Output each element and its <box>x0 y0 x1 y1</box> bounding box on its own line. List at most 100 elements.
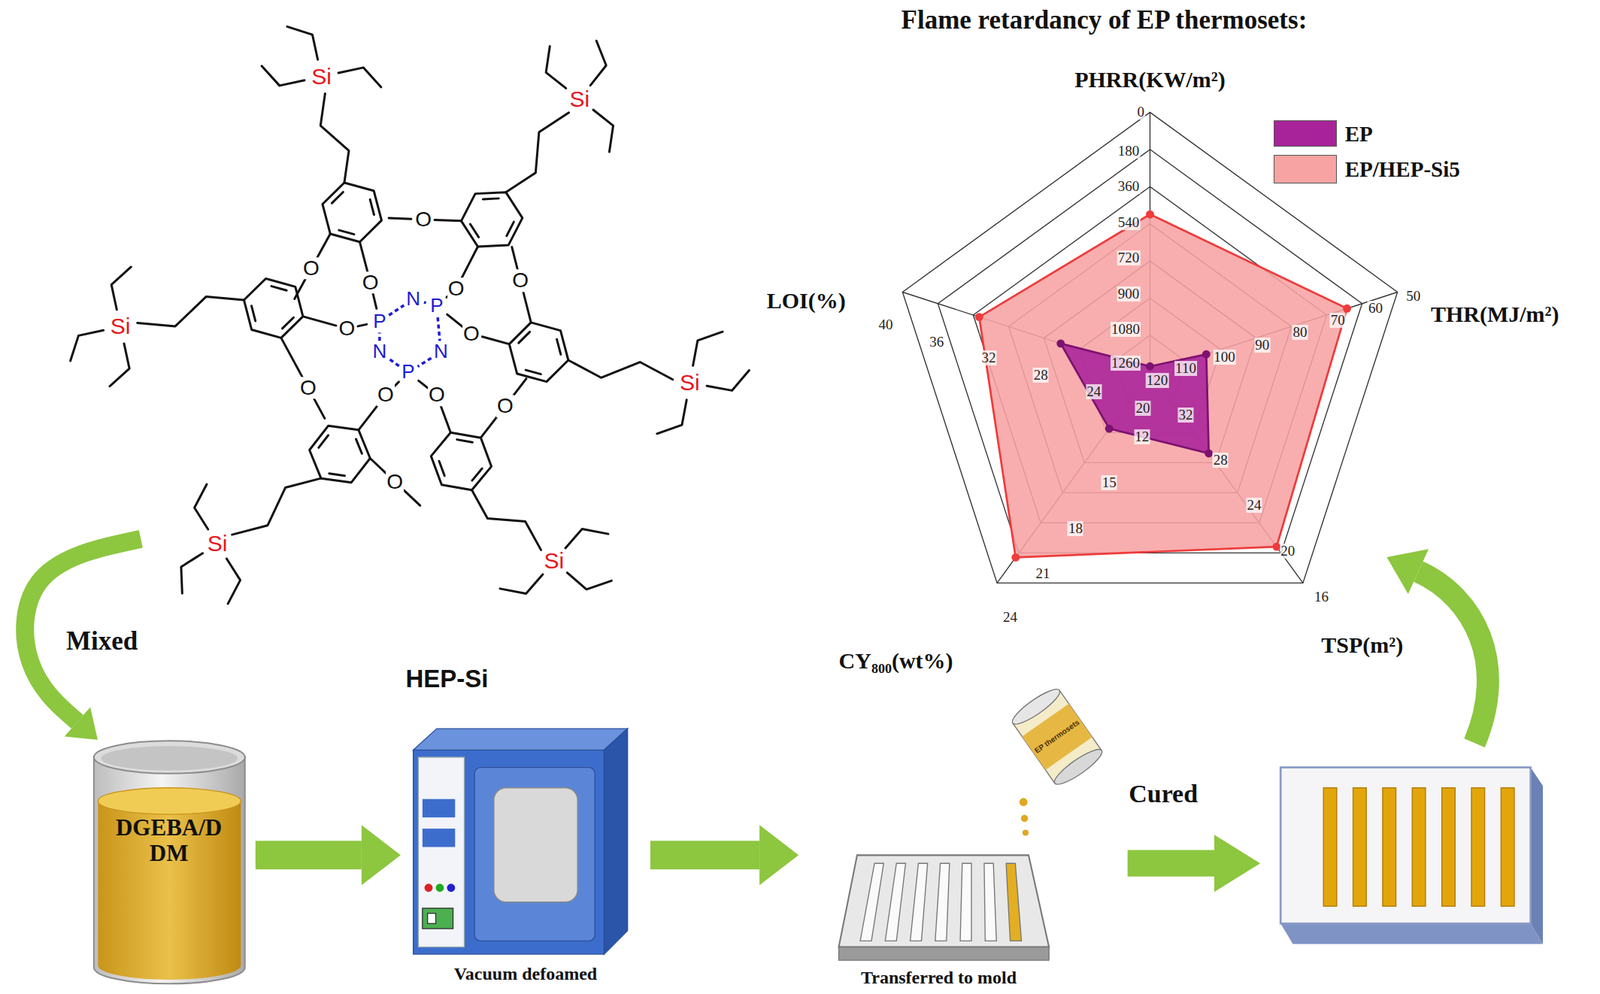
tick-label: 24 <box>1245 497 1262 513</box>
tick-label: 90 <box>1254 337 1270 353</box>
cure-arrow <box>1127 834 1261 892</box>
tick-label: 100 <box>1212 349 1237 365</box>
flow-arrow <box>255 824 401 885</box>
tick-label: 20 <box>1135 400 1152 416</box>
resin-drop <box>1022 829 1029 836</box>
bond <box>657 400 687 434</box>
bond <box>232 478 322 535</box>
series-hep-point <box>975 312 984 322</box>
tick-label: 360 <box>1117 178 1141 194</box>
pn-bond <box>418 357 432 367</box>
bond <box>472 468 482 481</box>
tick-label: 540 <box>1117 215 1141 231</box>
atom-label: O <box>462 322 481 345</box>
arrow-head <box>64 707 98 740</box>
pn-bond <box>388 358 400 367</box>
atom-label: Si <box>569 87 591 112</box>
radar-grid <box>902 112 1397 583</box>
tick-label: 50 <box>1405 288 1422 304</box>
molecule-bonds <box>70 26 750 604</box>
bond <box>281 337 304 378</box>
tick-label: 0 <box>1136 104 1146 120</box>
resin-can <box>1008 684 1106 789</box>
series-ep-point <box>1145 362 1155 371</box>
beaker-liquid <box>97 800 241 979</box>
mold: Transferred to mold <box>806 854 1072 988</box>
bond <box>226 558 240 604</box>
mold-slot <box>960 863 972 941</box>
bond <box>512 378 527 397</box>
atom-label: Si <box>206 532 229 557</box>
atom-label: O <box>361 271 380 294</box>
arrow-head <box>361 824 401 885</box>
bond <box>355 439 362 454</box>
axis-title: CY₈₀₀(wt%) <box>839 649 954 674</box>
mold-slot <box>935 863 950 941</box>
bond <box>469 224 479 238</box>
mold-top <box>839 854 1050 947</box>
bond <box>590 40 607 85</box>
atom-label: N <box>433 342 449 363</box>
atom-label: O <box>427 384 446 407</box>
atom-label: O <box>299 376 318 399</box>
bond <box>457 439 473 443</box>
chart-title: Flame retardancy of EP thermosets: <box>901 5 1308 36</box>
arrow-head <box>759 824 799 885</box>
series-hep-point <box>1011 553 1020 562</box>
bond <box>447 314 464 327</box>
atom-label: P <box>372 311 387 332</box>
bond <box>706 370 749 391</box>
bond <box>566 572 612 590</box>
pn-bond <box>437 317 440 341</box>
series-hep-point <box>1145 210 1155 219</box>
bond <box>309 425 371 482</box>
atom-label: O <box>302 257 321 279</box>
step-label: Cured <box>1128 780 1198 808</box>
bond <box>430 432 491 490</box>
bond <box>70 330 104 361</box>
tick-label: 70 <box>1330 312 1346 328</box>
bond <box>181 553 204 594</box>
bond <box>271 286 287 291</box>
series-ep-area <box>1060 343 1210 454</box>
pn-bond <box>388 305 404 316</box>
bond <box>316 233 331 259</box>
test-arrow <box>1418 571 1488 743</box>
bond <box>303 316 337 326</box>
series-hep <box>975 210 1352 562</box>
tick-label: 24 <box>1002 609 1019 625</box>
bond <box>480 415 498 438</box>
cured-bar <box>1442 787 1456 907</box>
bond <box>565 528 609 549</box>
legend-text: EP <box>1345 121 1373 146</box>
bond <box>358 403 379 431</box>
bond <box>593 109 614 152</box>
cured-bar <box>1500 787 1515 907</box>
bond <box>338 67 382 88</box>
oven-door <box>474 767 595 942</box>
cured-bar <box>1323 787 1337 907</box>
mold-slot <box>1006 863 1022 941</box>
axis-title: TSP(m²) <box>1321 633 1404 658</box>
bond <box>372 293 377 310</box>
mold-slot <box>984 863 997 941</box>
beaker-glass <box>93 757 246 984</box>
arrow-shaft <box>650 840 760 870</box>
tick-label: 1080 <box>1110 321 1141 337</box>
tick-label: 18 <box>1067 521 1084 537</box>
radar-ring <box>902 112 1397 583</box>
bond <box>434 219 461 221</box>
tick-label: 60 <box>1367 300 1384 316</box>
bond <box>318 435 329 449</box>
bond <box>568 360 673 380</box>
axis-title: LOI(%) <box>766 289 846 314</box>
bond <box>194 484 209 530</box>
bond <box>545 45 567 88</box>
tick-label: 32 <box>981 350 997 366</box>
tick-label: 12 <box>1133 429 1150 445</box>
atom-label: O <box>496 394 515 417</box>
bond <box>109 343 130 387</box>
liquid-surface <box>97 787 241 815</box>
cured-mold-front <box>1280 923 1543 944</box>
oven-light <box>436 883 445 892</box>
